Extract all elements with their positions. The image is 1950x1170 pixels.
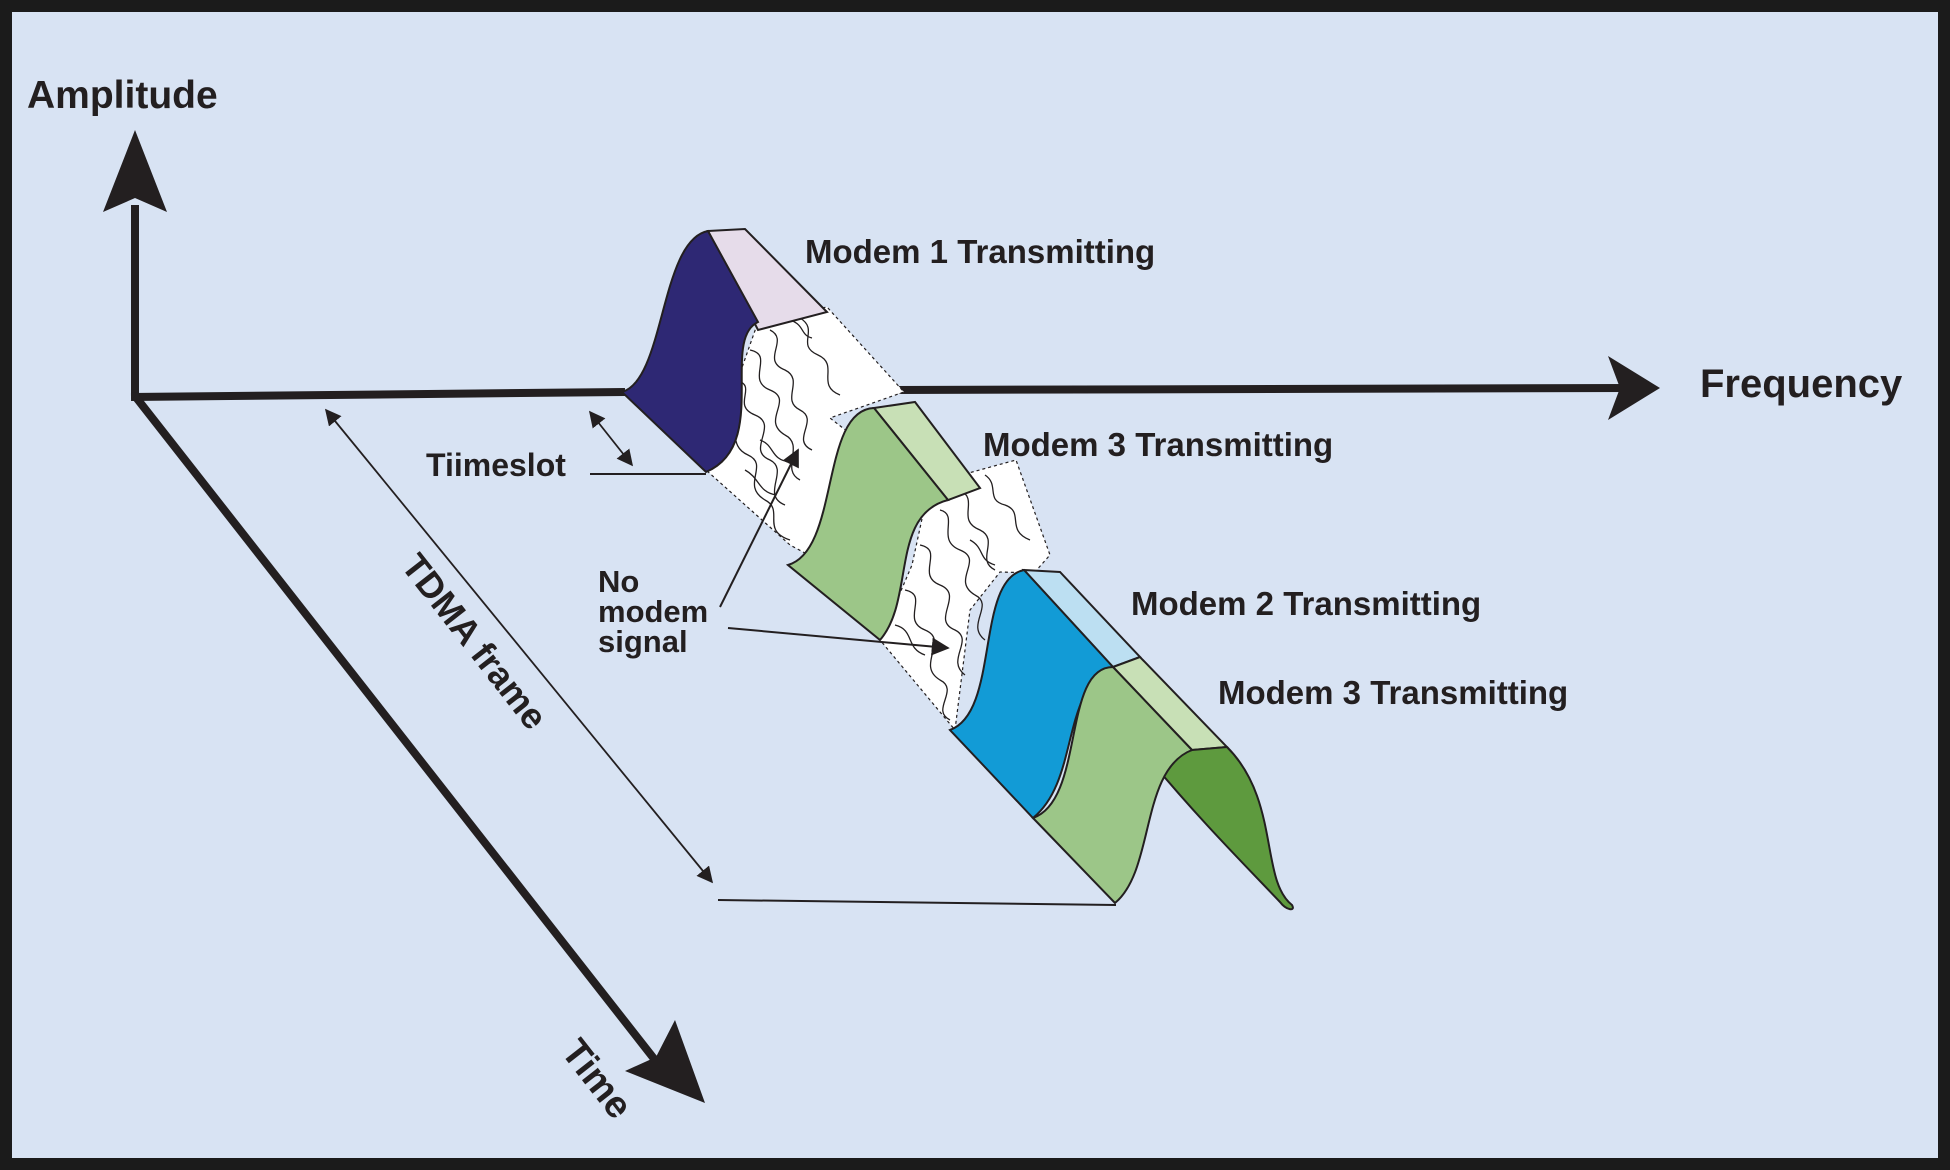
modem-1-label: Modem 1 Transmitting	[805, 233, 1155, 270]
annotations	[324, 408, 1117, 906]
frequency-axis-right	[894, 384, 1631, 394]
no-modem-signal-line-3: signal	[598, 624, 688, 659]
frequency-arrowhead	[1608, 356, 1660, 420]
tdma-frame-label: TDMA frame	[394, 546, 556, 737]
modem-2-slot	[948, 568, 1142, 820]
no-modem-signal-line-1: No	[598, 564, 639, 599]
modem-3b-side-face	[1148, 745, 1294, 911]
modem-3a-front-face	[785, 406, 950, 642]
modem-3a-label: Modem 3 Transmitting	[983, 426, 1333, 463]
noise-region-2	[879, 459, 1051, 732]
modem-3b-front-face	[1031, 665, 1194, 905]
modem-2-front-face	[948, 568, 1115, 820]
noise-region-1	[705, 306, 906, 561]
amplitude-arrowhead	[103, 130, 167, 212]
modem-3-slot-b	[1031, 655, 1294, 911]
time-arrowhead	[625, 1020, 705, 1103]
amplitude-label: Amplitude	[27, 74, 218, 117]
timeslot-dimension	[588, 410, 634, 467]
no-signal-pointer-1	[719, 448, 799, 608]
time-label: Time	[553, 1032, 640, 1127]
axes	[103, 130, 1660, 1103]
tdma-frame-leader	[717, 899, 1117, 906]
timeslot-label: Tiimeslot	[426, 447, 566, 483]
modem-3-slot-a	[785, 400, 982, 642]
no-signal-regions	[705, 306, 1051, 732]
modem-2-label: Modem 2 Transmitting	[1131, 585, 1481, 622]
frequency-label: Frequency	[1700, 362, 1903, 406]
no-signal-pointer-2	[727, 627, 950, 656]
tdma-frame-dimension	[324, 408, 714, 884]
no-modem-signal-line-2: modem	[598, 594, 708, 629]
modem-3b-label: Modem 3 Transmitting	[1218, 674, 1568, 711]
frequency-axis-left	[130, 388, 626, 401]
